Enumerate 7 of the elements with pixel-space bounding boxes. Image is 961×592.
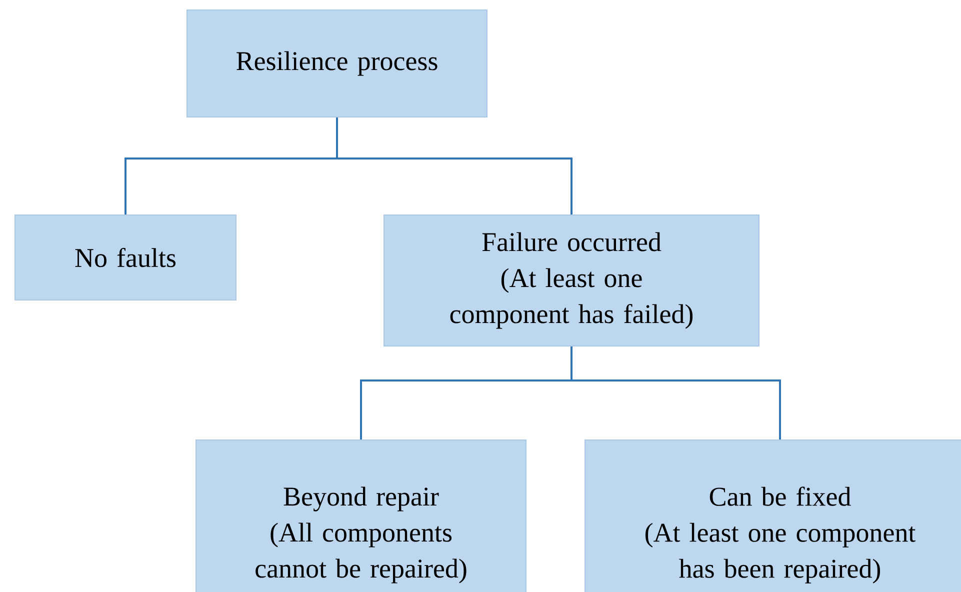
process-box: Can be fixed (At least one component has been repaired) (584, 440, 961, 592)
process-box: Failure occurred (At least one component has failed) (384, 214, 760, 346)
connector-line (336, 118, 572, 214)
process-box: Resilience process (186, 10, 488, 118)
connector-line (570, 346, 781, 440)
process-box: No faults (14, 214, 236, 300)
process-box: Beyond repair (All components cannot be repaired) (196, 440, 526, 592)
